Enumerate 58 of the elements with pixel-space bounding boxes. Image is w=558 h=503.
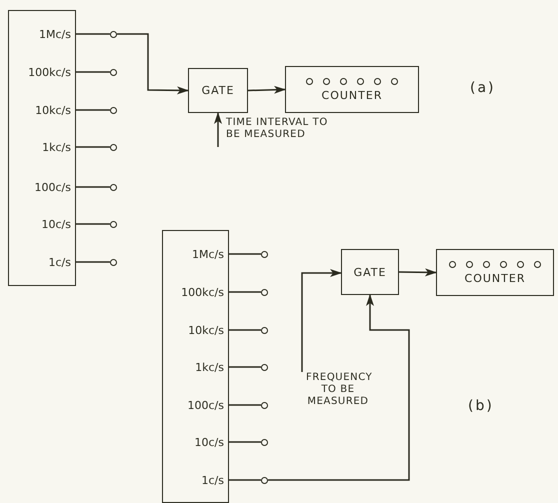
signal-arrow	[117, 33, 189, 94]
signal-arrow	[248, 86, 286, 94]
signal-arrow	[268, 294, 410, 481]
terminal-circle	[110, 184, 117, 190]
terminal-circle	[110, 220, 117, 228]
frequency-label: 10c/s	[194, 436, 224, 450]
wire	[76, 109, 110, 111]
terminal-circle	[110, 30, 117, 38]
terminal-circle	[110, 68, 117, 76]
figure-label: (a)	[470, 80, 496, 96]
signal-arrow	[398, 268, 437, 276]
wire	[76, 146, 110, 148]
wire	[229, 479, 261, 481]
counter-box	[285, 66, 419, 113]
gate-box: GATE	[341, 249, 399, 295]
frequency-label: 1kc/s	[195, 361, 224, 375]
signal-arrow	[214, 112, 222, 147]
wire	[229, 329, 261, 331]
input-label: TIME INTERVAL TO BE MEASURED	[212, 117, 332, 147]
frequency-label: 10kc/s	[188, 324, 224, 338]
wire	[76, 261, 110, 263]
wire	[229, 441, 261, 443]
frequency-label: 1Mc/s	[39, 28, 71, 42]
terminal-circle	[261, 288, 268, 296]
input-label: FREQUENCY TO BE MEASURED	[296, 372, 380, 412]
wire	[76, 33, 110, 35]
frequency-label: 100kc/s	[28, 66, 71, 80]
wire	[76, 186, 110, 188]
terminal-circle	[110, 106, 117, 114]
wire	[229, 404, 261, 406]
frequency-label: 100c/s	[34, 181, 71, 195]
counter-label: COUNTER	[464, 272, 526, 284]
counter-label: COUNTER	[322, 88, 382, 102]
terminal-circle	[261, 250, 268, 258]
frequency-label: 10c/s	[42, 218, 71, 232]
figure-label: (b)	[468, 398, 494, 414]
counter-box	[436, 249, 554, 296]
wire	[229, 366, 261, 368]
frequency-label: 1Mc/s	[192, 248, 224, 262]
wire	[76, 223, 110, 225]
gate-box: GATE	[188, 68, 248, 113]
terminal-circle	[261, 402, 268, 408]
wire	[76, 71, 110, 73]
frequency-label: 100c/s	[188, 399, 224, 413]
terminal-circle	[110, 258, 117, 266]
frequency-label: 1c/s	[202, 474, 224, 488]
frequency-label: 1c/s	[48, 256, 71, 270]
terminal-circle	[261, 364, 268, 370]
wire	[229, 253, 261, 255]
signal-arrow	[301, 269, 342, 372]
frequency-label: 100kc/s	[181, 286, 224, 300]
terminal-circle	[110, 144, 117, 150]
frequency-label: 1kc/s	[42, 141, 71, 155]
terminal-circle	[261, 438, 268, 446]
frequency-label: 10kc/s	[35, 104, 71, 118]
wire	[229, 291, 261, 293]
terminal-circle	[261, 326, 268, 334]
terminal-circle	[261, 476, 268, 484]
